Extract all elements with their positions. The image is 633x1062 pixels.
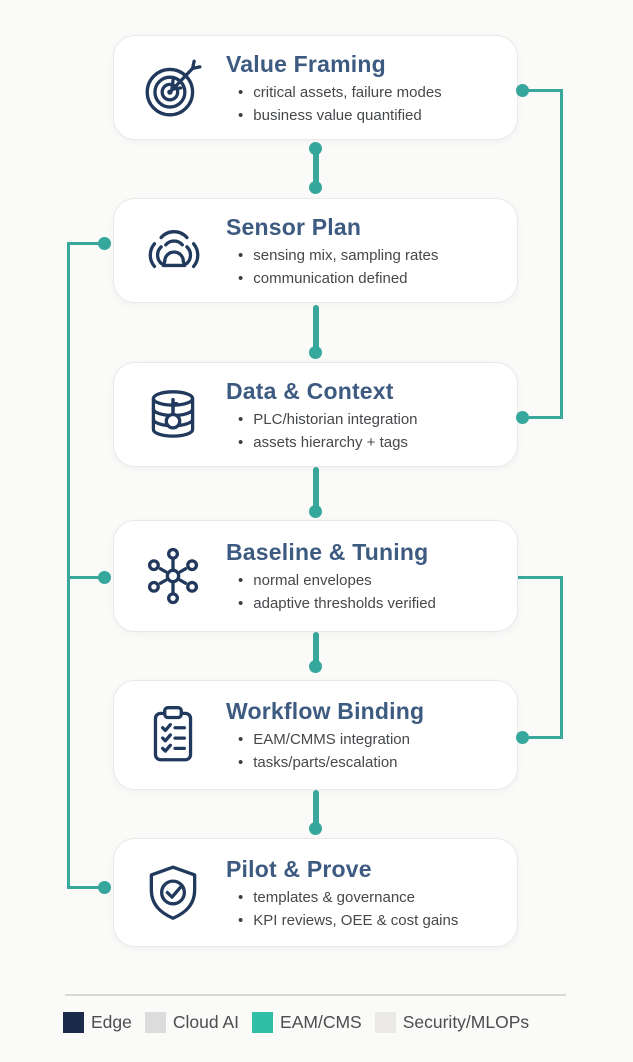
- right-rail1-branch-step3: [521, 416, 563, 419]
- step-title: Value Framing: [226, 50, 386, 77]
- step-bullets: normal envelopes adaptive thresholds ver…: [226, 569, 517, 615]
- legend-item-cloud-ai: Cloud AI: [144, 1012, 240, 1033]
- step-card-value-framing: Value Framing critical assets, failure m…: [113, 35, 518, 140]
- connector-step2-step3: [313, 305, 319, 355]
- step-title: Workflow Binding: [226, 698, 425, 724]
- step-bullet: assets hierarchy + tags: [238, 431, 517, 454]
- step-bullets: templates & governance KPI reviews, OEE …: [226, 886, 517, 932]
- eam-cms-color-swatch: [252, 1012, 274, 1033]
- legend-label: Cloud AI: [172, 1012, 240, 1032]
- legend-item-security-mlops: Security/MLOPs: [374, 1012, 530, 1033]
- connector-dot: [516, 731, 529, 744]
- step-bullet: critical assets, failure modes: [238, 81, 517, 104]
- connector-dot: [309, 660, 322, 673]
- step-card-pilot-prove: Pilot & Prove templates & governance KPI…: [113, 838, 518, 947]
- connector-dot: [309, 505, 322, 518]
- right-rail2-branch-step5: [521, 736, 563, 739]
- connector-dot: [309, 346, 322, 359]
- step-bullets: sensing mix, sampling rates communicatio…: [226, 244, 517, 290]
- step-title: Baseline & Tuning: [226, 539, 429, 565]
- step-title: Data & Context: [226, 377, 394, 404]
- legend-label: Edge: [91, 1012, 132, 1032]
- connector-step1-step2: [313, 148, 319, 188]
- connector-dot: [309, 822, 322, 835]
- clipboard-checklist-icon: [140, 702, 206, 768]
- step-card-sensor-plan: Sensor Plan sensing mix, sampling rates …: [113, 198, 518, 303]
- legend-label: EAM/CMS: [280, 1012, 362, 1032]
- step-bullet: templates & governance: [238, 886, 517, 909]
- right-rail2-branch-step4: [518, 576, 563, 579]
- connector-dot: [309, 181, 322, 194]
- step-bullet: business value quantified: [238, 104, 517, 127]
- connector-dot: [309, 142, 322, 155]
- legend-item-eam-cms: EAM/CMS: [252, 1012, 362, 1033]
- legend-item-edge: Edge: [63, 1012, 132, 1033]
- step-card-baseline-tuning: Baseline & Tuning normal envelopes adapt…: [113, 520, 518, 632]
- step-bullet: PLC/historian integration: [238, 408, 517, 431]
- shield-check-icon: [140, 860, 206, 926]
- step-bullet: adaptive thresholds verified: [238, 592, 517, 615]
- right-rail1-line: [560, 89, 563, 419]
- connector-dot: [98, 881, 111, 894]
- step-bullet: sensing mix, sampling rates: [238, 244, 517, 267]
- right-rail2-line: [560, 576, 563, 739]
- edge-color-swatch: [63, 1012, 84, 1033]
- step-bullet: KPI reviews, OEE & cost gains: [238, 909, 517, 932]
- step-bullet: normal envelopes: [238, 569, 517, 592]
- step-bullets: EAM/CMMS integration tasks/parts/escalat…: [226, 728, 517, 774]
- network-hub-icon: [140, 543, 206, 609]
- left-rail-branch-step6: [67, 886, 110, 889]
- cloud-ai-color-swatch: [144, 1012, 166, 1033]
- target-icon: [140, 55, 206, 121]
- legend: Edge Cloud AI EAM/CMS Security/MLOPs: [63, 1012, 583, 1033]
- step-bullet: tasks/parts/escalation: [238, 751, 517, 774]
- step-bullets: PLC/historian integration assets hierarc…: [226, 408, 517, 454]
- left-rail-line: [67, 242, 70, 888]
- legend-divider: [65, 994, 566, 996]
- connector-dot: [98, 237, 111, 250]
- connector-dot: [516, 411, 529, 424]
- step-title: Sensor Plan: [226, 213, 362, 240]
- legend-label: Security/MLOPs: [402, 1012, 530, 1032]
- right-rail1-branch-step1: [521, 89, 563, 92]
- left-rail-branch-step4: [67, 576, 110, 579]
- connector-step3-step4: [313, 467, 319, 514]
- connector-step4-step5: [313, 632, 319, 670]
- database-key-icon: [140, 382, 206, 448]
- step-bullet: EAM/CMMS integration: [238, 728, 517, 751]
- connector-dot: [516, 84, 529, 97]
- step-bullet: communication defined: [238, 267, 517, 290]
- connector-step5-step6: [313, 790, 319, 831]
- step-card-workflow-binding: Workflow Binding EAM/CMMS integration ta…: [113, 680, 518, 790]
- step-bullets: critical assets, failure modes business …: [226, 81, 517, 127]
- left-rail-branch-step2: [67, 242, 110, 245]
- security-mlops-color-swatch: [374, 1012, 396, 1033]
- step-title: Pilot & Prove: [226, 855, 372, 882]
- sensor-waves-icon: [140, 218, 206, 284]
- step-card-data-context: Data & Context PLC/historian integration…: [113, 362, 518, 467]
- connector-dot: [98, 571, 111, 584]
